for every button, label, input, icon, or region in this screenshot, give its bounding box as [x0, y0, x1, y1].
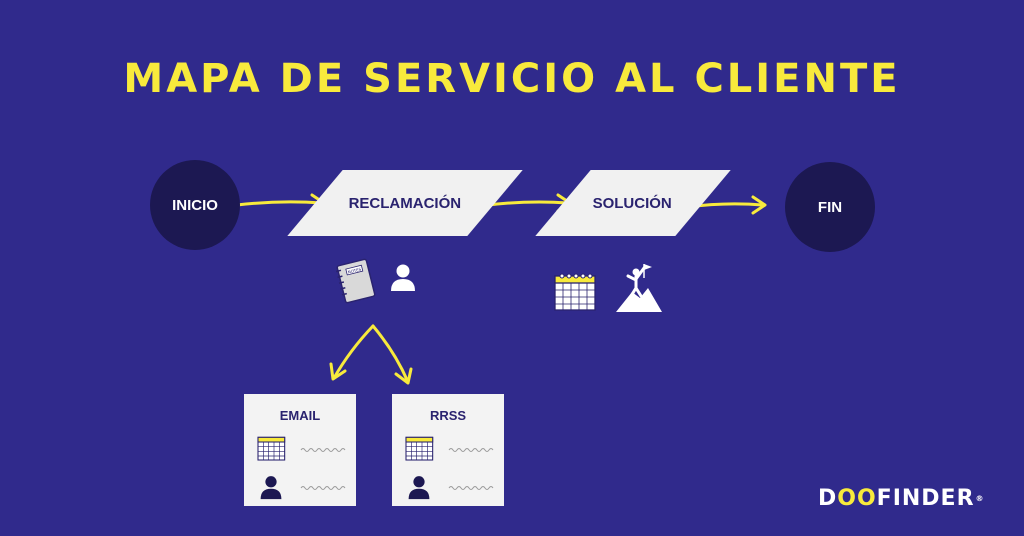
step-solucion-label: SOLUCIÓN	[593, 194, 673, 212]
step-reclamacion-label: RECLAMACIÓN	[348, 194, 462, 212]
channel-card-rrss: RRSS	[392, 394, 504, 506]
user-icon	[391, 264, 415, 291]
scribble-line	[448, 486, 494, 490]
notebook-icon: NOTES	[335, 258, 376, 304]
channel-title: RRSS	[429, 408, 467, 423]
calendar-icon	[405, 436, 434, 461]
summit-flag-icon	[616, 264, 662, 312]
arrowhead-5	[394, 367, 413, 385]
calendar-icon	[257, 436, 286, 461]
logo-text-oo: OO	[837, 486, 877, 511]
calendar-icon	[554, 273, 596, 311]
logo-text-start: D	[818, 486, 838, 511]
end-node: FIN	[785, 162, 875, 252]
end-label: FIN	[817, 198, 843, 216]
arrow-inicio-reclamacion	[235, 200, 324, 207]
scribble-line	[448, 448, 494, 452]
arrowhead-4	[329, 362, 347, 381]
user-icon	[408, 476, 430, 500]
start-node: INICIO	[150, 160, 240, 250]
page-title: MAPA DE SERVICIO AL CLIENTE	[123, 56, 901, 102]
logo-text-end: FINDER	[876, 486, 975, 511]
arrow-branch-email	[332, 324, 375, 380]
channel-title: EMAIL	[279, 408, 321, 423]
user-icon	[260, 476, 282, 500]
channel-card-email: EMAIL	[244, 394, 356, 506]
start-label: INICIO	[172, 196, 218, 214]
arrow-branch-rrss	[371, 324, 410, 384]
notebook-label: NOTES	[347, 266, 362, 274]
arrowhead-3	[751, 195, 767, 215]
scribble-line	[300, 448, 346, 452]
scribble-line	[300, 486, 346, 490]
logo-trademark: ®	[975, 494, 985, 503]
